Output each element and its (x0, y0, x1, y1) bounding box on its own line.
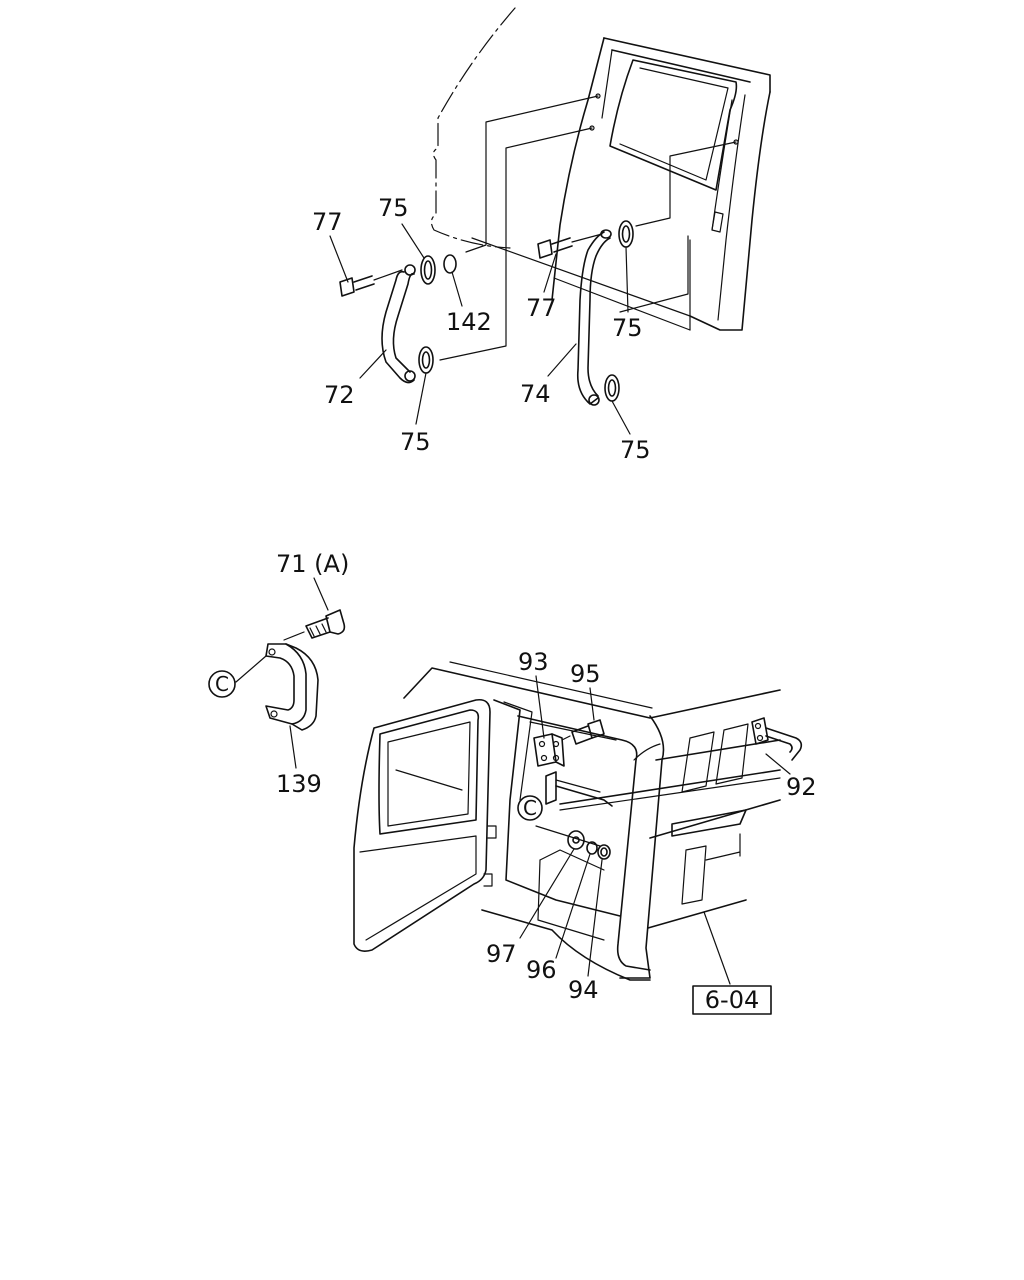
grip-bracket-c (545, 771, 613, 807)
callout-77-left: 77 (312, 208, 343, 236)
callout-139: 139 (276, 770, 322, 798)
callout-92: 92 (786, 773, 817, 801)
assist-grip-74 (576, 229, 612, 406)
plug-142 (443, 254, 457, 274)
grommet-75-right-upper (618, 220, 634, 248)
lower-cab-outline (353, 661, 781, 981)
callout-97: 97 (486, 940, 517, 968)
callout-77-right: 77 (526, 294, 557, 322)
assist-grip-72 (381, 264, 416, 384)
bolt-77-left (339, 269, 403, 297)
bracket-139 (235, 643, 319, 769)
callout-71a: 71 (A) (276, 550, 349, 578)
reference-box[interactable]: 6-04 (692, 985, 772, 1015)
reference-box-label: 6-04 (705, 986, 759, 1014)
top-leader-lines (329, 223, 631, 435)
bolt-77-right (537, 233, 603, 259)
grommet-75-right-lower (604, 374, 620, 402)
callout-75-right-upper: 75 (612, 314, 643, 342)
callout-96: 96 (526, 956, 557, 984)
bracket-93 (533, 675, 565, 767)
upper-cab-outline (430, 7, 771, 361)
circle-c-label-right: C (523, 796, 537, 820)
bolt-95 (561, 687, 605, 745)
washers-94-96-97 (519, 825, 611, 977)
reference-leader (703, 911, 731, 985)
bolt-71 (283, 577, 346, 641)
circle-c-marker-left: C (208, 670, 236, 698)
circle-c-label-left: C (215, 672, 229, 696)
callout-75-right-lower: 75 (620, 436, 651, 464)
grommet-75-left-upper (420, 255, 436, 285)
callout-72: 72 (324, 381, 355, 409)
callout-95: 95 (570, 660, 601, 688)
callout-94: 94 (568, 976, 599, 1004)
callout-74: 74 (520, 380, 551, 408)
callout-75-left-upper: 75 (378, 194, 409, 222)
callout-93: 93 (518, 648, 549, 676)
callout-142: 142 (446, 308, 492, 336)
grommet-75-left-lower (418, 346, 434, 374)
circle-c-marker-right: C (517, 795, 543, 821)
callout-75-left-lower: 75 (400, 428, 431, 456)
rail-92 (751, 717, 803, 775)
